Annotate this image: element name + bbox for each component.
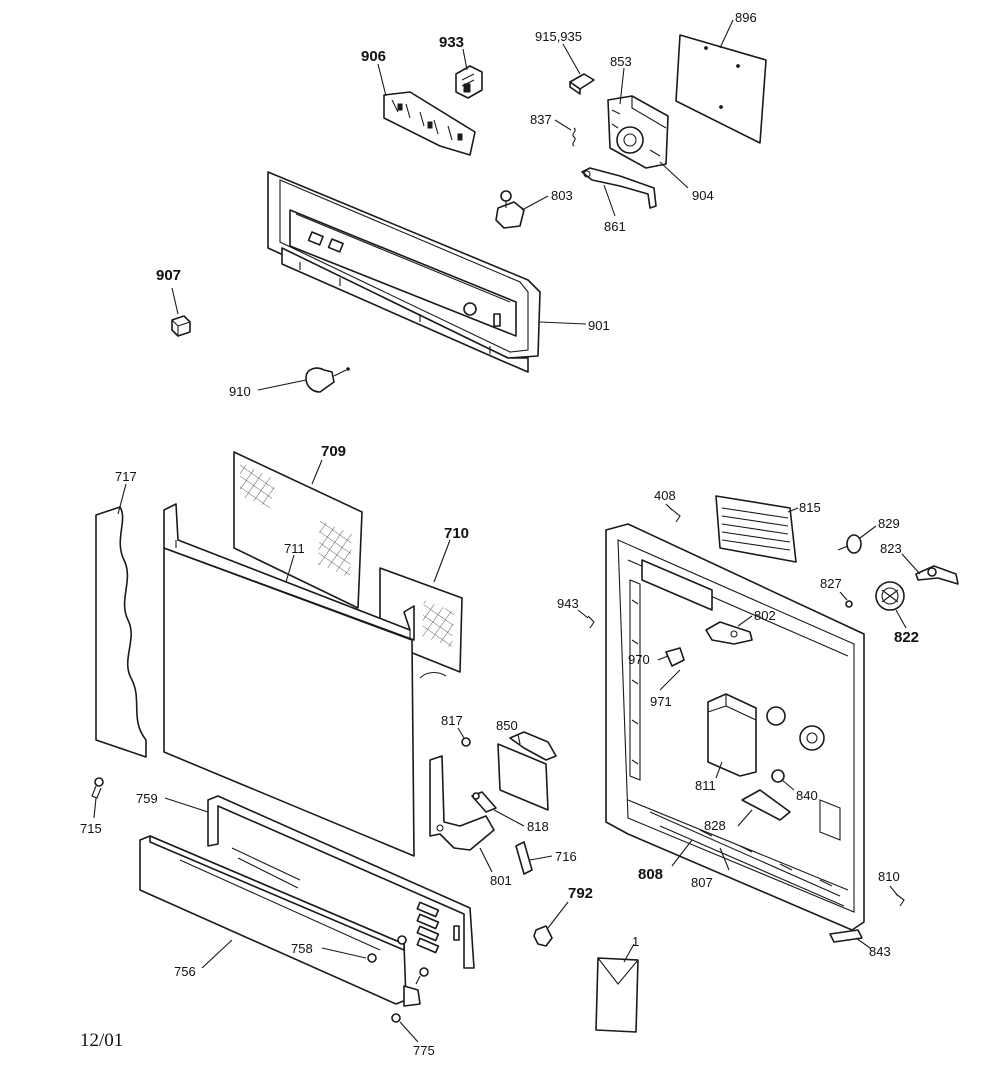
callout-labels: 896 933 906 915,935 853 837 904 803 861 … <box>80 10 919 1058</box>
outer-door-panel-711 <box>163 503 447 857</box>
screw-943 <box>587 615 595 629</box>
callout-1: 1 <box>632 934 639 949</box>
switch-bracket-906 <box>383 91 476 156</box>
screw-817 <box>461 737 471 747</box>
small-part-915-935 <box>569 73 595 95</box>
callout-759: 759 <box>136 791 158 806</box>
screw-827 <box>845 600 853 608</box>
callout-810: 810 <box>878 869 900 884</box>
hinge-801 <box>429 755 495 851</box>
callout-710: 710 <box>444 525 469 542</box>
button-907 <box>171 315 191 337</box>
cover-plate-896 <box>675 34 767 144</box>
callout-853: 853 <box>610 54 632 69</box>
callout-828: 828 <box>704 818 726 833</box>
knob-970 <box>665 647 685 667</box>
callout-910: 910 <box>229 384 251 399</box>
envelope-1 <box>595 957 639 1033</box>
callout-823: 823 <box>880 541 902 556</box>
callout-715: 715 <box>80 821 102 836</box>
callout-807: 807 <box>691 875 713 890</box>
callout-901: 901 <box>588 318 610 333</box>
fitting-840 <box>771 769 785 783</box>
lever-802 <box>705 621 753 645</box>
timer-assembly-904 <box>607 95 669 169</box>
screw-758 <box>367 953 429 985</box>
callout-792: 792 <box>568 885 593 902</box>
revision-date: 12/01 <box>80 1030 123 1051</box>
callout-840: 840 <box>796 788 818 803</box>
vent-815 <box>715 495 797 563</box>
spring-837 <box>572 127 576 147</box>
callout-802: 802 <box>754 608 776 623</box>
dispenser-cap-822 <box>875 581 905 611</box>
fitting-803 <box>495 190 525 229</box>
latch-792 <box>533 925 553 947</box>
panel-709 <box>233 451 363 609</box>
callout-829: 829 <box>878 516 900 531</box>
control-panel-901 <box>267 171 541 373</box>
screw-810 <box>895 893 905 907</box>
insulation-717 <box>95 506 147 758</box>
callout-827: 827 <box>820 576 842 591</box>
callout-907: 907 <box>156 267 181 284</box>
callout-818: 818 <box>527 819 549 834</box>
callout-815: 815 <box>799 500 821 515</box>
screw-408 <box>669 507 681 523</box>
switch-933 <box>455 65 483 99</box>
callout-711: 711 <box>284 541 305 556</box>
callout-837: 837 <box>530 112 552 127</box>
callout-717: 717 <box>115 469 137 484</box>
callout-801: 801 <box>490 873 512 888</box>
callout-861: 861 <box>604 219 626 234</box>
callout-803: 803 <box>551 188 573 203</box>
bar-716 <box>515 841 533 875</box>
callout-971: 971 <box>650 694 672 709</box>
clip-818 <box>471 791 497 813</box>
callout-808: 808 <box>638 866 663 883</box>
callout-716: 716 <box>555 849 577 864</box>
knob-910 <box>305 367 350 393</box>
callout-408: 408 <box>654 488 676 503</box>
callout-906: 906 <box>361 48 386 65</box>
toe-panel-bracket-759 <box>207 795 475 969</box>
dispenser-811 <box>707 693 825 777</box>
arm-828 <box>741 789 791 821</box>
screw-775 <box>391 1013 401 1023</box>
rail-843 <box>829 929 863 943</box>
callout-970: 970 <box>628 652 650 667</box>
callout-758: 758 <box>291 941 313 956</box>
callout-933: 933 <box>439 34 464 51</box>
callout-915-935: 915,935 <box>535 29 582 44</box>
shaft-823 <box>915 565 959 585</box>
callout-896: 896 <box>735 10 757 25</box>
callout-709: 709 <box>321 443 346 460</box>
screw-715 <box>91 777 104 799</box>
callout-850: 850 <box>496 718 518 733</box>
callout-904: 904 <box>692 188 714 203</box>
callout-756: 756 <box>174 964 196 979</box>
lever-861 <box>581 167 657 209</box>
callout-843: 843 <box>869 944 891 959</box>
callout-811: 811 <box>695 778 716 793</box>
bracket-850 <box>497 731 557 811</box>
callout-817: 817 <box>441 713 463 728</box>
callout-822: 822 <box>894 629 919 646</box>
callout-775: 775 <box>413 1043 435 1058</box>
gear-829 <box>837 534 862 554</box>
toe-panel-756 <box>139 835 421 1007</box>
callout-943: 943 <box>557 596 579 611</box>
